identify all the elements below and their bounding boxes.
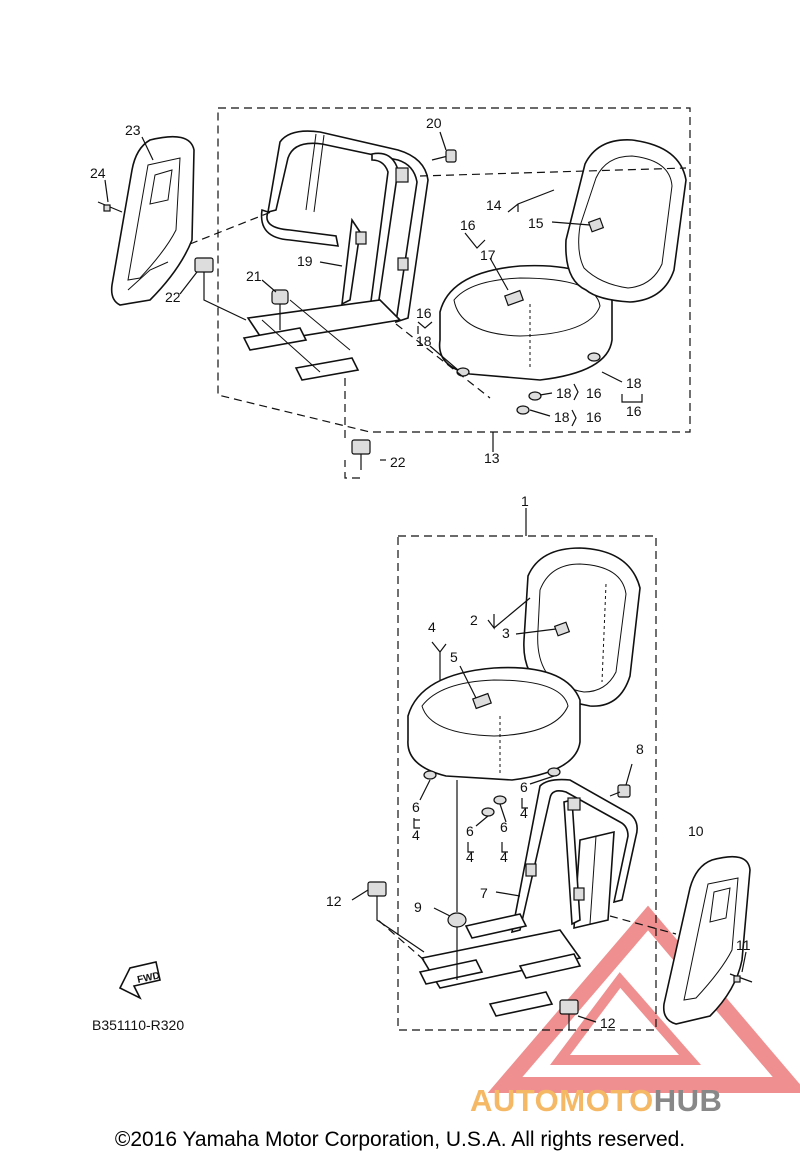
callout-12: 12 [326, 893, 342, 909]
callout-8: 8 [636, 741, 644, 757]
leader-lines-lower [377, 508, 677, 961]
copyright-notice: ©2016 Yamaha Motor Corporation, U.S.A. A… [114, 1128, 686, 1151]
callout-24: 24 [90, 165, 106, 181]
callout-13: 13 [484, 450, 500, 466]
callout-16: 16 [416, 305, 432, 321]
callout-14: 14 [486, 197, 502, 213]
callout-6: 6 [520, 779, 528, 795]
nut-21 [271, 289, 289, 330]
callout-11: 11 [736, 937, 751, 953]
callout-4: 4 [500, 849, 508, 865]
fwd-arrow-icon: FWD [118, 961, 161, 1000]
callout-18: 18 [416, 333, 432, 349]
fwd-label: FWD [136, 970, 161, 985]
callout-6: 6 [466, 823, 474, 839]
seat-frame-7 [418, 778, 638, 1017]
callout-17: 17 [480, 247, 496, 263]
callout-4: 4 [466, 849, 474, 865]
callout-18: 18 [556, 385, 572, 401]
callout-16: 16 [586, 385, 602, 401]
callout-4: 4 [428, 619, 436, 635]
callout-2: 2 [470, 612, 478, 628]
nut-9 [433, 780, 467, 980]
callout-20: 20 [426, 115, 442, 131]
callout-6: 6 [412, 799, 420, 815]
callout-18: 18 [554, 409, 570, 425]
grommets-6 [423, 767, 561, 817]
bolt-11 [729, 951, 753, 983]
bolt-22-upper [194, 257, 247, 321]
seat-frame-19 [242, 130, 429, 381]
callout-23: 23 [125, 122, 141, 138]
callout-4: 4 [520, 805, 528, 821]
bolt-8 [609, 763, 633, 798]
callout-7: 7 [480, 885, 488, 901]
callout-22: 22 [165, 289, 181, 305]
side-panel-10 [662, 855, 751, 1025]
callout-21: 21 [246, 268, 262, 284]
bolt-12-left [351, 881, 425, 953]
callout-5: 5 [450, 649, 458, 665]
side-panel-23 [110, 135, 195, 306]
callout-16: 16 [626, 403, 642, 419]
callout-10: 10 [688, 823, 704, 839]
bolt-24 [97, 201, 123, 213]
callout-3: 3 [502, 625, 510, 641]
callout-15: 15 [528, 215, 544, 231]
callout-22: 22 [390, 454, 406, 470]
callout-6: 6 [500, 819, 508, 835]
callout-18: 18 [626, 375, 642, 391]
callout-9: 9 [414, 899, 422, 915]
callout-16: 16 [586, 409, 602, 425]
bolt-12-right [559, 999, 597, 1030]
bolt-20 [431, 149, 457, 163]
watermark-text: AUTOMOTOHUB [470, 1083, 723, 1118]
upper-seat-assembly: 23 24 22 19 21 20 14 15 16 17 16 18 18 1… [90, 107, 691, 479]
assembly-boundary-13 [217, 107, 691, 433]
callout-4: 4 [412, 827, 420, 843]
seat-cushion-4 [407, 666, 581, 781]
callout-19: 19 [297, 253, 313, 269]
leader-lines-upper [104, 131, 687, 461]
callout-12: 12 [600, 1015, 616, 1031]
backrest-14 [565, 139, 687, 303]
bolt-22-lower [344, 378, 371, 479]
assembly-boundary-1 [397, 535, 657, 1031]
callout-16: 16 [460, 217, 476, 233]
lower-seat-assembly: FWD 1 2 3 4 5 6 4 6 4 6 4 6 4 7 8 9 10 1… [92, 326, 753, 1033]
diagram-id: B351110-R320 [92, 1017, 184, 1033]
callout-1: 1 [521, 493, 529, 509]
